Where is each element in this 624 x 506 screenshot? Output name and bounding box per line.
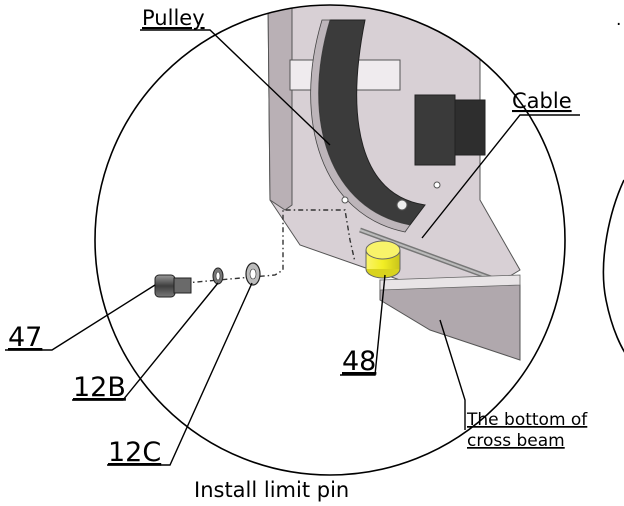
leader-12b [72, 282, 219, 401]
label-pulley: Pulley [142, 6, 205, 30]
cross-beam [379, 279, 521, 361]
leader-47 [5, 284, 156, 351]
leader-pulley [140, 29, 331, 146]
install-path [184, 209, 356, 284]
detail-circle [94, 4, 566, 476]
label-48: 48 [342, 346, 376, 377]
frame-block-upper [414, 94, 456, 166]
leader-48 [340, 274, 386, 376]
label-12b: 12B [73, 372, 126, 403]
diagram-caption: Install limit pin [194, 478, 349, 502]
label-bottom-line1: The bottom of [466, 410, 588, 430]
pulley-rim [310, 19, 411, 233]
frame-front-flange [267, 5, 293, 211]
leader-bottom [439, 319, 466, 430]
edge-mark: · [616, 15, 621, 35]
frame-assembly [267, 5, 521, 361]
label-cable: Cable [512, 89, 572, 113]
leader-12c [107, 282, 253, 466]
label-47: 47 [8, 322, 42, 353]
adjacent-detail-circle [602, 179, 624, 353]
washer-12c [245, 262, 261, 286]
frame-block-lower [454, 99, 486, 156]
bolt-47 [154, 274, 192, 298]
leader-cable [421, 114, 580, 239]
label-12c: 12C [108, 437, 161, 468]
washer-12b [212, 267, 224, 285]
limit-pin-48 [365, 240, 401, 279]
label-bottom-line2: cross beam [467, 431, 565, 451]
